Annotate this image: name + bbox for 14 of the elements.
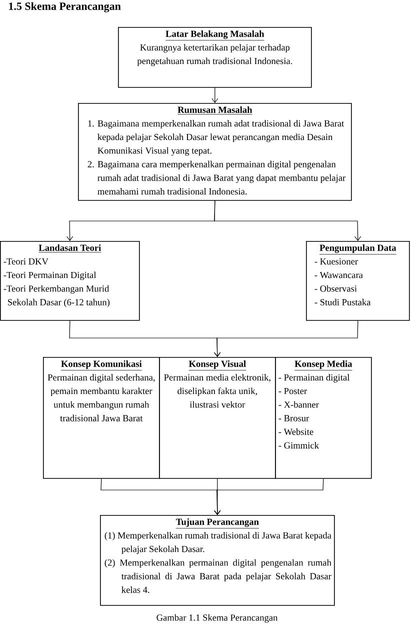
caption: Gambar 1.1 Skema Perancangan xyxy=(156,614,278,623)
process-box: Konsep Media - Permainan digital - Poster - X-banner - Brosur - Website - Gimmick xyxy=(275,357,372,479)
process-box: Konsep Visual Permainan media elektronik, diselipkan fakta unik, ilustrasi vektor xyxy=(159,357,276,479)
process-box: Landasan Teori -Teori DKV -Teori Permainan Digital -Teori Perkembangan Murid Sekolah Dasar (6-12 tahun) xyxy=(0,241,140,321)
process-box: Latar Belakang Masalah Kurangnya ketertarikan pelajar terhadap pengetahuan rumah tradisional Indonesia. xyxy=(118,27,312,88)
arrow xyxy=(212,88,218,103)
arrow xyxy=(214,478,324,515)
process-box: Rumusan Masalah 1. Bagaimana memperkenalkan rumah adat tradisional di Jawa Barat kepada pelajar Sekolah Dasar lewat perancangan media Desain Komunikasi Visual yang tepat. 2. Bagaimana cara memperkenalkan permainan digital pengenalan rumah adat tradisional di Jawa Barat yang dapat membantu pelajar memahami rumah tradisional Indonesia. xyxy=(78,103,352,201)
heading: 1.5 Skema Perancangan xyxy=(9,2,121,12)
arrow xyxy=(214,320,358,357)
process-box: Konsep Komunikasi Permainan digital sederhana, pemain membantu karakter untuk membangun rumah tradisional Jawa Barat xyxy=(43,357,160,479)
process-box: Tujuan Perancangan (1) Memperkenalkan rumah tradisional di Jawa Barat kepada pelajar Sekolah Dasar. (2) Memperkenalkan permainan digital pengenalan rumah tradisional di Jawa Barat pada pelajar Sekolah Dasar kelas 4. xyxy=(100,515,335,606)
process-box: Pengumpulan Data - Kuesioner - Wawancara - Observasi - Studi Pustaka xyxy=(306,241,410,321)
arrow xyxy=(214,200,362,241)
